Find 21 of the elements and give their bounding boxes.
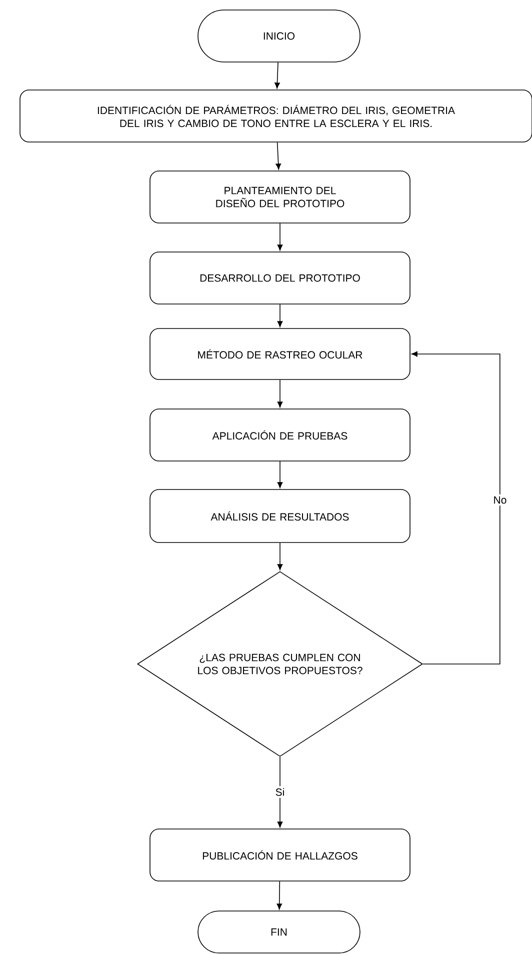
arrow [277, 380, 283, 408]
arrow [277, 542, 283, 570]
arrow [411, 351, 500, 664]
arrow [274, 62, 280, 89]
arrow [277, 304, 283, 328]
arrow [276, 142, 282, 170]
arrow [277, 461, 283, 488]
process-box: PLANTEAMIENTO DEL DISEÑO DEL PROTOTIPO [150, 170, 410, 224]
process-box: IDENTIFICACIÓN DE PARÁMETROS: DIÁMETRO DEL IRIS, GEOMETRIA DEL IRIS Y CAMBIO DE TONO ENTRE LA ESCLERA Y EL IRIS. [20, 90, 532, 142]
process-box: MÉTODO DE RASTREO OCULAR [150, 328, 410, 380]
process-box: APLICACIÓN DE PRUEBAS [150, 408, 410, 462]
process-box: ANÁLISIS DE RESULTADOS [150, 489, 410, 543]
arrow [276, 881, 282, 910]
process-box: PUBLICACIÓN DE HALLAZGOS [150, 828, 410, 882]
edge-label: No [491, 494, 509, 506]
terminal-box: FIN [198, 910, 360, 954]
process-box: DESARROLLO DEL PROTOTIPO [150, 252, 410, 304]
terminal-box: INICIO [198, 10, 360, 62]
edge-label: Si [273, 786, 287, 798]
arrow [277, 223, 283, 251]
arrow [277, 756, 283, 828]
